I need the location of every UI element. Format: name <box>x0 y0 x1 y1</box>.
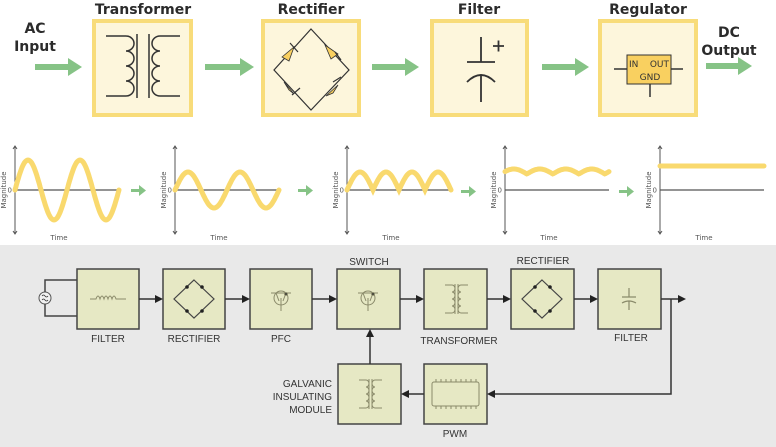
arrow-icon <box>298 185 313 196</box>
block-title: Rectifier <box>278 2 345 18</box>
zero-tick-label: 0 <box>8 187 12 195</box>
smps-label-transformer: TRANSFORMER <box>420 336 497 347</box>
smps-label-switch: SWITCH <box>349 257 388 268</box>
block-regulator: Regulator IN OUT GND <box>598 2 698 117</box>
connectors <box>139 295 686 398</box>
block-title: Filter <box>458 2 500 18</box>
transformer-icon <box>359 379 382 409</box>
smps-label-filter-2: FILTER <box>614 333 648 344</box>
bridge-rectifier-icon <box>173 279 215 319</box>
y-axis-label: Magnitude <box>160 171 168 208</box>
block-transformer: Transformer <box>92 2 193 117</box>
waveform-row: 0MagnitudeTime0MagnitudeTime0MagnitudeTi… <box>0 145 767 242</box>
top-chain: AC Input DC Output Transformer R <box>14 2 757 117</box>
arrow-icon <box>35 58 82 76</box>
arrow-icon <box>205 58 254 76</box>
transistor-icon <box>271 290 291 311</box>
arrow-icon <box>542 58 589 76</box>
transformer-icon <box>106 34 180 98</box>
dc-output-label-1: DC <box>718 25 740 41</box>
ic-chip-icon <box>431 379 480 409</box>
x-axis-label: Time <box>49 234 67 242</box>
smps-block-rectifier <box>162 268 226 330</box>
capacitor-icon <box>621 288 637 310</box>
regulator-ic-icon: IN OUT GND <box>614 54 683 97</box>
x-axis-label: Time <box>539 234 557 242</box>
pin-out-label: OUT <box>650 60 670 70</box>
zero-tick-label: 0 <box>653 187 657 195</box>
waveform-line <box>172 169 282 211</box>
arrow-icon <box>706 57 752 75</box>
block-rectifier: Rectifier <box>261 2 361 117</box>
dc-output-label-2: Output <box>701 43 757 59</box>
smps-label-pfc: PFC <box>271 334 291 345</box>
waveform-line <box>502 166 612 177</box>
zero-tick-label: 0 <box>340 187 344 195</box>
smps-label-galvanic-3: MODULE <box>289 405 332 416</box>
smps-label-rectifier-2: RECTIFIER <box>517 256 570 267</box>
smps-label-galvanic-2: INSULATING <box>273 392 332 403</box>
inductor-icon <box>90 295 126 301</box>
waveform-line <box>12 157 122 223</box>
arrow-icon <box>372 58 419 76</box>
waveform-arrows <box>131 185 634 197</box>
ac-input-label-1: AC <box>24 21 45 37</box>
capacitor-icon <box>466 37 504 102</box>
smps-block-rectifier-2 <box>510 268 575 330</box>
smps-diagram: FILTER RECTIFIER PFC SWITCH TRANSFORMER … <box>38 256 686 440</box>
y-axis-label: Magnitude <box>332 171 340 208</box>
smps-label-filter: FILTER <box>91 334 125 345</box>
y-axis-label: Magnitude <box>0 171 8 208</box>
bridge-rectifier-icon <box>521 279 563 319</box>
zero-tick-label: 0 <box>168 187 172 195</box>
transistor-icon <box>358 290 378 311</box>
x-axis-label: Time <box>209 234 227 242</box>
pin-in-label: IN <box>629 60 638 70</box>
smps-label-pwm: PWM <box>443 429 467 440</box>
arrow-icon <box>619 186 634 197</box>
arrow-icon <box>461 186 476 197</box>
arrow-icon <box>131 185 146 196</box>
x-axis-label: Time <box>694 234 712 242</box>
x-axis-label: Time <box>381 234 399 242</box>
y-axis-label: Magnitude <box>490 171 498 208</box>
zero-tick-label: 0 <box>498 187 502 195</box>
ac-source-icon <box>38 279 77 317</box>
y-axis-label: Magnitude <box>645 171 653 208</box>
pin-gnd-label: GND <box>640 73 661 83</box>
block-title: Regulator <box>609 2 687 18</box>
flow-arrows <box>35 57 752 76</box>
smps-label-rectifier: RECTIFIER <box>168 334 221 345</box>
smps-block-filter-2 <box>597 268 662 330</box>
transformer-icon <box>445 284 468 314</box>
bridge-rectifier-icon <box>273 28 350 111</box>
ac-input-label-2: Input <box>14 39 56 55</box>
waveform-line <box>344 169 454 196</box>
smps-label-galvanic-1: GALVANIC <box>283 379 332 390</box>
smps-block-pwm <box>423 363 488 425</box>
block-title: Transformer <box>95 2 191 18</box>
block-filter: Filter <box>430 2 529 117</box>
